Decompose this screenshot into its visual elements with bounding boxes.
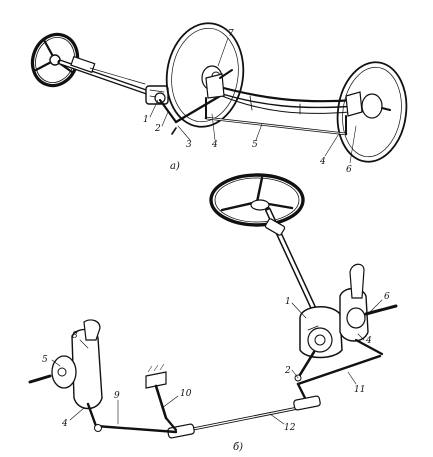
- callout-a-5: 5: [252, 140, 258, 150]
- knuckle-left-a: [205, 73, 225, 99]
- steering-column-b: [264, 207, 321, 321]
- callout-a-1: 1: [143, 115, 149, 125]
- callout-b-4-right: 4: [365, 336, 372, 346]
- knuckle-right-b: [339, 263, 398, 356]
- steering-gear-a: [145, 85, 169, 105]
- callout-b-8: 8: [72, 331, 78, 341]
- idler-arm-b: [145, 363, 178, 432]
- front-axle-a: [214, 84, 358, 115]
- steering-column-a: [57, 55, 161, 99]
- center-link-b: [167, 395, 321, 439]
- panel-a-drawing: [30, 22, 408, 164]
- steering-gear-b: [299, 306, 343, 359]
- panel-a-labels: 1 2 3 4 5 7 4 6 а): [143, 29, 352, 175]
- callout-b-11: 11: [354, 385, 365, 395]
- callout-lines-b: [51, 299, 383, 425]
- callout-b-12: 12: [284, 423, 296, 433]
- callout-b-6-right: 6: [384, 292, 390, 302]
- callout-a-6: 6: [346, 165, 352, 175]
- callout-b-4-left: 4: [61, 419, 68, 429]
- wheel-right-a: [336, 61, 408, 163]
- callout-a-4-left: 4: [211, 140, 218, 150]
- panel-b-labels: 1 6 4 2 11 8 5 10 9 4 12 б): [42, 292, 390, 453]
- knuckle-left-b: [28, 319, 103, 432]
- callout-lines-a: [149, 37, 357, 164]
- callout-b-2: 2: [284, 366, 291, 376]
- knuckle-right-a: [345, 91, 363, 117]
- callout-b-9: 9: [114, 391, 120, 401]
- callout-a-3: 3: [186, 140, 192, 150]
- callout-a-2: 2: [154, 124, 161, 134]
- caption-panel-a: а): [170, 161, 180, 172]
- callout-b-1: 1: [285, 297, 291, 307]
- callout-b-6-left: 5: [42, 355, 48, 365]
- tie-rod-a: [204, 97, 348, 136]
- steering-wheel-b: [209, 173, 305, 227]
- callout-a-4-right: 4: [319, 157, 326, 167]
- panel-b-drawing: [28, 173, 398, 439]
- callout-b-10: 10: [180, 389, 192, 399]
- caption-panel-b: б): [233, 442, 243, 453]
- callout-a-7: 7: [228, 29, 234, 39]
